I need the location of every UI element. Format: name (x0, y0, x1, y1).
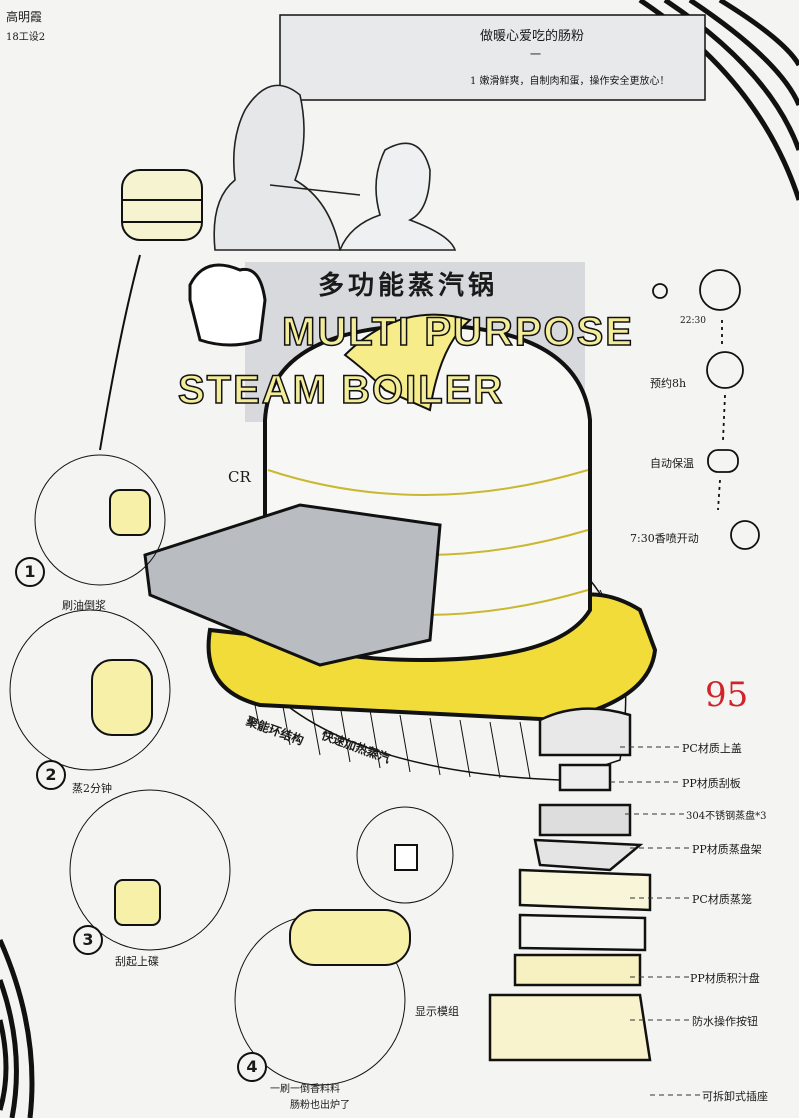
part-label: PP材质蒸盘架 (692, 843, 762, 856)
small-steamer-illustration (121, 169, 203, 241)
display-label: 显示模组 (415, 1005, 459, 1018)
author-class: 18工设2 (6, 32, 46, 43)
timeline-label: 7:30香喷开动 (630, 532, 699, 545)
step-label: 一刷一倒香料料 (270, 1084, 340, 1095)
step-number: 3 (73, 925, 103, 955)
part-label: 304不锈钢蒸盘*3 (686, 811, 767, 822)
step-number: 2 (36, 760, 66, 790)
part-label: 防水操作按钮 (692, 1015, 758, 1028)
part-label: PC材质上盖 (682, 742, 742, 755)
step-illustrations (91, 489, 418, 966)
scene-heading: 做暖心爱吃的肠粉 (480, 29, 585, 44)
scene-slogan: 1 嫩滑鲜爽，自制肉和蛋，操作安全更放心！ (470, 76, 670, 87)
timeline-label: 自动保温 (650, 457, 694, 470)
step-label-line2: 肠粉也出炉了 (290, 1100, 350, 1111)
step-number: 1 (15, 557, 45, 587)
bear-timeline (652, 269, 760, 550)
scene-panel (279, 14, 706, 101)
step-number: 4 (237, 1052, 267, 1082)
callout-lines (610, 746, 700, 1096)
timeline-label: 22:30 (680, 316, 706, 326)
grade-score: 95 (705, 675, 749, 715)
author-name: 高明霞 (6, 10, 43, 24)
exploded-parts-stack (488, 707, 652, 1062)
part-label: PP材质刮板 (682, 777, 741, 790)
step-label: 刮起上碟 (115, 955, 159, 968)
title-en-line1: MULTI PURPOSE (281, 309, 634, 355)
mother-child-illustration (213, 84, 457, 251)
title-cn: 多功能蒸汽锅 (318, 271, 499, 301)
flow-arrow (99, 254, 141, 451)
step-label: 蒸2分钟 (72, 782, 112, 795)
lid-handle (343, 313, 473, 412)
drawer-tray (143, 503, 442, 667)
part-label: 可拆卸式插座 (702, 1090, 768, 1103)
part-label: PP材质积汁盘 (690, 972, 760, 985)
part-label: PC材质蒸笼 (692, 893, 752, 906)
scene-dash: 一 (530, 48, 541, 61)
decorative-stripes-bottom-left (0, 938, 35, 1118)
steamer-silhouette-icon (188, 263, 267, 347)
title-en-line2: STEAM BOILER (177, 367, 505, 413)
timeline-label: 预约8h (650, 377, 687, 390)
brand-logo: CR (228, 468, 251, 486)
step-label: 刷油倒浆 (62, 599, 106, 612)
